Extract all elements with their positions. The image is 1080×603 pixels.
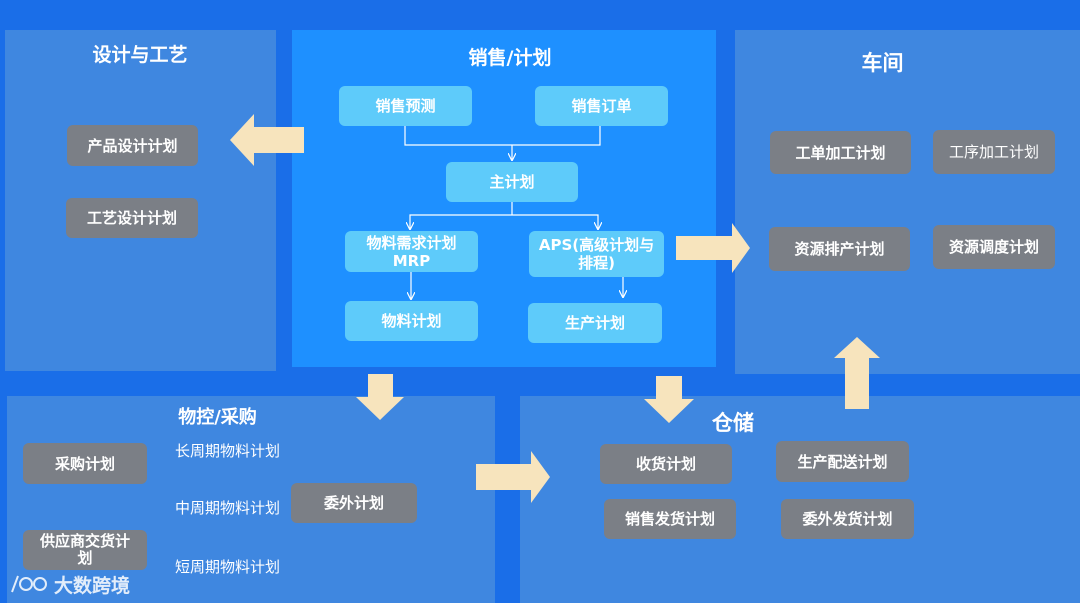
connector-to-aps bbox=[512, 214, 598, 229]
long-term-material-plan-label: 长周期物料计划 bbox=[175, 442, 281, 460]
fat-arrow-down-icon bbox=[356, 374, 404, 420]
watermark-text: 大数跨境 bbox=[54, 574, 131, 597]
fat-arrow-right-icon bbox=[676, 223, 750, 273]
mrp-box: 物料需求计划 MRP bbox=[345, 231, 478, 272]
watermark-logo-icon bbox=[11, 575, 47, 593]
connector-order-master bbox=[512, 126, 601, 146]
receiving-plan-box: 收货计划 bbox=[600, 444, 732, 484]
short-term-material-plan-label: 短周期物料计划 bbox=[175, 558, 281, 576]
sales-forecast-box: 销售预测 bbox=[339, 86, 472, 126]
production-delivery-plan-box: 生产配送计划 bbox=[776, 441, 909, 482]
workshop-panel-title: 车间 bbox=[861, 51, 904, 75]
fat-arrow-right-icon bbox=[476, 451, 550, 503]
warehouse-panel-title: 仓储 bbox=[712, 411, 754, 435]
design-panel-title: 设计与工艺 bbox=[92, 44, 188, 66]
sales-panel-title: 销售/计划 bbox=[468, 47, 552, 69]
outsource-shipment-plan-box: 委外发货计划 bbox=[781, 499, 914, 539]
supplier-delivery-plan-box: 供应商交货计 划 bbox=[23, 530, 147, 570]
work-order-plan-box: 工单加工计划 bbox=[770, 131, 911, 174]
product-design-plan-box: 产品设计计划 bbox=[67, 125, 198, 166]
sales-order-box: 销售订单 bbox=[535, 86, 668, 126]
watermark: 大数跨境 bbox=[8, 570, 130, 598]
master-plan-box: 主计划 bbox=[446, 162, 578, 202]
fat-arrow-left-icon bbox=[230, 114, 304, 166]
aps-box: APS(高级计划与 排程) bbox=[529, 231, 664, 277]
connector-forecast-master bbox=[404, 126, 512, 146]
fat-arrow-up-icon bbox=[834, 337, 880, 409]
material-plan-box: 物料计划 bbox=[345, 301, 478, 341]
production-plan-box: 生产计划 bbox=[528, 303, 662, 343]
mid-term-material-plan-label: 中周期物料计划 bbox=[175, 499, 281, 517]
connector-to-mrp bbox=[410, 214, 512, 229]
workshop-panel bbox=[735, 30, 1080, 374]
process-design-plan-box: 工艺设计计划 bbox=[66, 198, 198, 238]
resource-scheduling-plan-box: 资源排产计划 bbox=[769, 227, 910, 271]
process-plan-box: 工序加工计划 bbox=[933, 130, 1055, 174]
procurement-panel-title: 物控/采购 bbox=[178, 407, 257, 428]
outsource-plan-box: 委外计划 bbox=[291, 483, 417, 523]
fat-arrow-down-icon bbox=[644, 376, 694, 423]
resource-dispatch-plan-box: 资源调度计划 bbox=[933, 225, 1055, 269]
sales-shipment-plan-box: 销售发货计划 bbox=[604, 499, 736, 539]
purchase-plan-box: 采购计划 bbox=[23, 443, 147, 484]
